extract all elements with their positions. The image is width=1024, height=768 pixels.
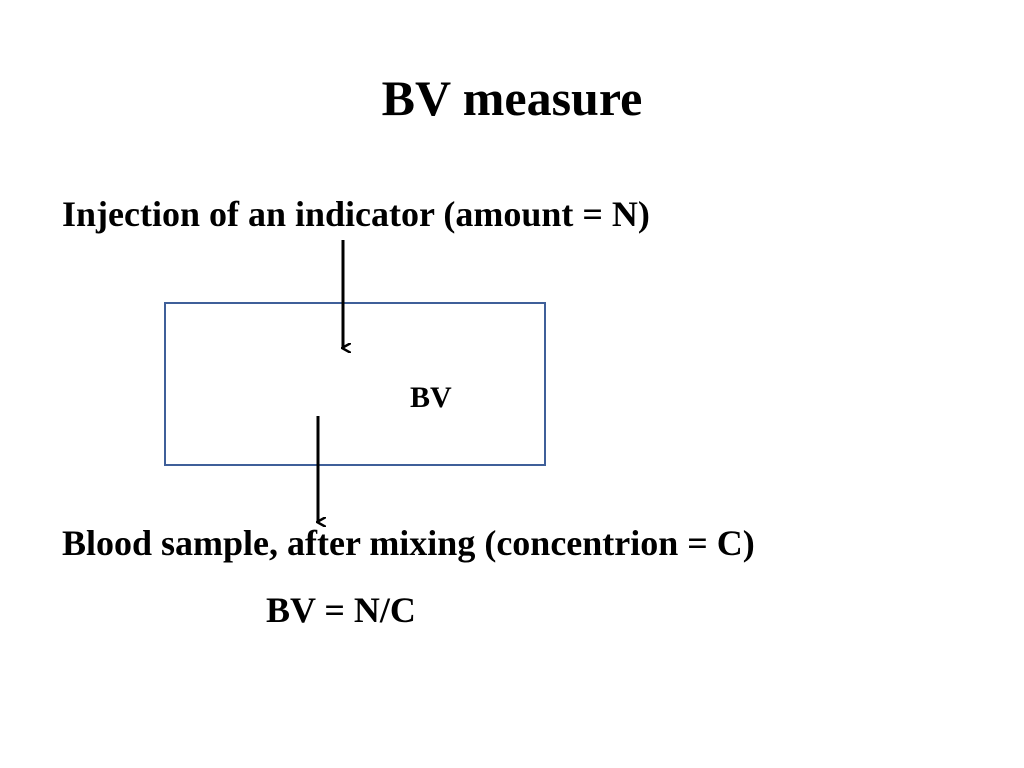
injection-text: Injection of an indicator (amount = N) — [62, 194, 650, 234]
blood-volume-compartment — [164, 302, 546, 466]
slide-title: BV measure — [381, 70, 643, 126]
compartment-label: BV — [410, 381, 452, 414]
formula-text: BV = N/C — [266, 590, 416, 630]
blood-sample-text: Blood sample, after mixing (concentrion … — [62, 523, 755, 563]
